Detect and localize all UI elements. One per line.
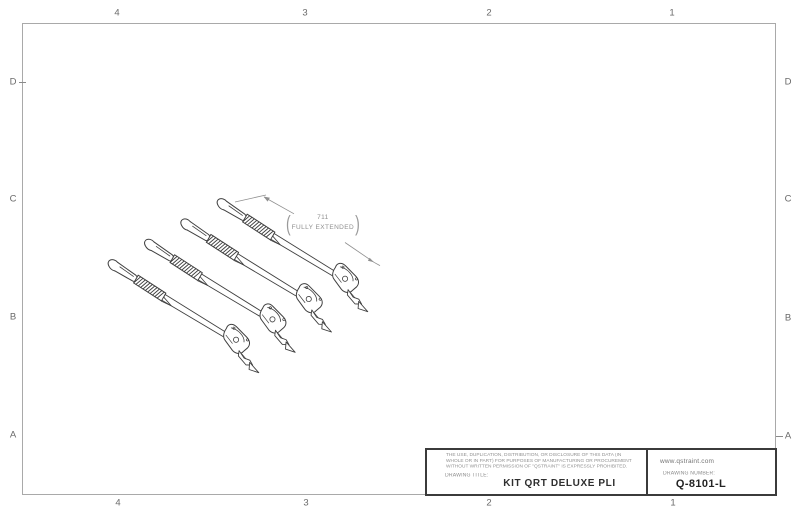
zone-label-top-3: 3 [302,7,308,19]
title-block-divider [646,450,648,494]
zone-label-right-d: D [784,76,792,88]
title-block: THE USE, DUPLICATION, DISTRIBUTION, OR D… [425,448,777,496]
legal-notice-line-1: THE USE, DUPLICATION, DISTRIBUTION, OR D… [446,453,622,458]
zone-label-right-c: C [784,193,792,205]
zone-label-left-a: A [9,429,17,441]
dimension-note: FULLY EXTENDED [291,224,355,232]
sheet-border [22,23,776,495]
zone-label-left-b: B [9,311,17,323]
zone-label-left-d: D [9,76,17,88]
zone-label-top-4: 4 [114,7,120,19]
zone-label-right-a: A [784,430,792,442]
drawing-number-label: DRAWING NUMBER: [663,471,715,477]
dimension-paren-open: ( [286,210,291,237]
dimension-arrowhead-end [367,257,374,263]
legal-notice-line-2: WHOLE OR IN PART) FOR PURPOSES OF MANUFA… [446,458,632,464]
zone-label-bottom-1: 1 [670,497,676,509]
drawing-title: KIT QRT DELUXE PLI [503,478,616,489]
zone-tick-marks [19,82,783,437]
drawing-number: Q-8101-L [675,478,727,490]
zone-label-top-1: 1 [669,7,675,19]
website-url: www.qstraint.com [660,458,715,465]
dimension-label: ( 711 FULLY EXTENDED ) [286,210,360,237]
dimension-line [234,194,381,266]
strap-assembly-4 [95,255,274,375]
zone-label-top-2: 2 [486,7,492,19]
zone-label-bottom-4: 4 [115,497,121,509]
drawing-title-label: DRAWING TITLE: [445,473,489,479]
dimension-value: 711 [317,214,329,221]
dimension-paren-close: ) [355,210,360,237]
zone-label-bottom-3: 3 [303,497,309,509]
legal-notice-line-3: WITHOUT WRITTEN PERMISSION OF "QSTRAINT"… [446,464,628,470]
zone-label-left-c: C [9,193,17,205]
dimension-arrowhead-start [263,196,270,202]
legal-notice: THE USE, DUPLICATION, DISTRIBUTION, OR D… [446,453,632,470]
zone-label-right-b: B [784,312,792,324]
zone-label-bottom-2: 2 [486,497,492,509]
